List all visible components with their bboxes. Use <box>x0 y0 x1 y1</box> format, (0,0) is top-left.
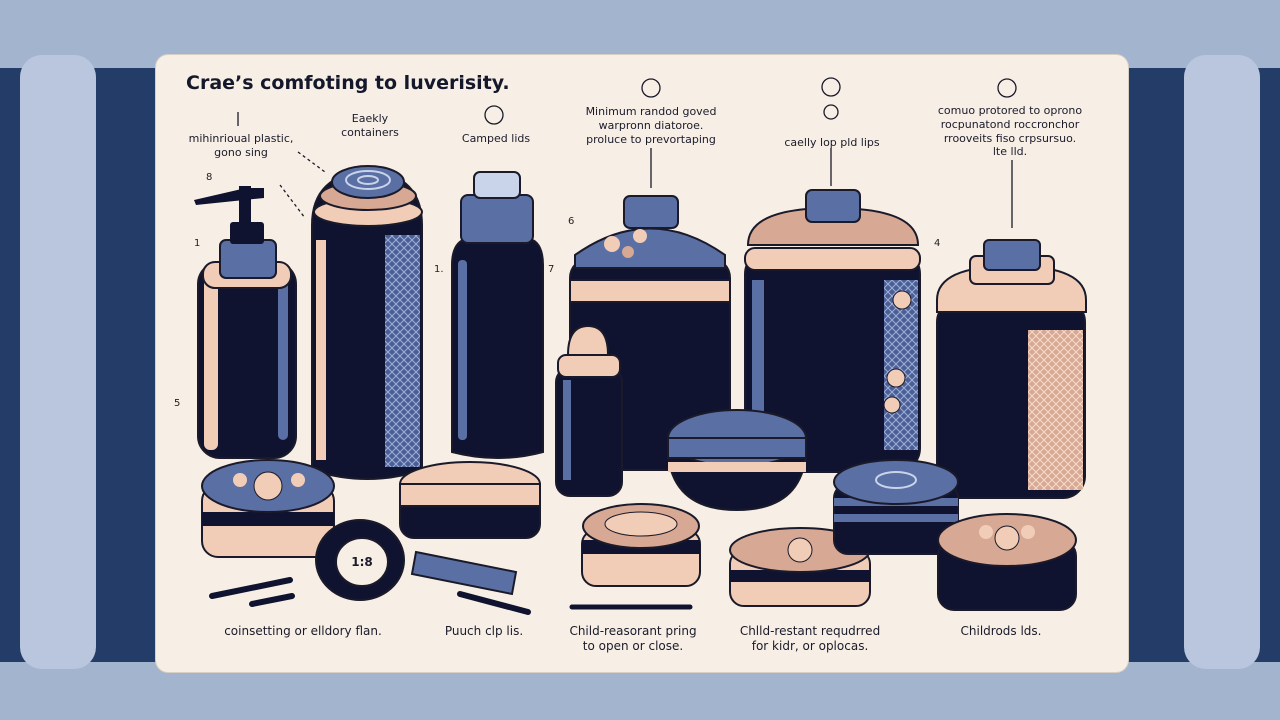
marker-5: 7 <box>548 264 555 275</box>
tall-container <box>311 165 423 480</box>
accessory-sticks <box>209 550 693 615</box>
caption-childrods: Childrods lds. <box>960 624 1042 638</box>
callout-minimum: Minimum randod goved warpronn diatoroe. … <box>585 105 717 146</box>
capped-bottle <box>451 171 544 459</box>
stacked-tin <box>833 459 959 555</box>
flower-tin <box>729 527 871 607</box>
marker-4: 1. <box>434 264 444 275</box>
left-side-panel <box>20 55 96 669</box>
caption-coinsetting: coinsetting or elldory flan. <box>224 624 382 638</box>
callout-capped-lids: Camped lids <box>461 132 531 145</box>
caption-child-resistant: Child-reasorant pring to open or close. <box>569 624 697 653</box>
ring-label: 1:8 <box>351 555 373 569</box>
caption-kids: Chlld-restant requdrred for kidr, or opl… <box>739 624 881 653</box>
callout-icon-lid <box>484 77 1017 125</box>
floral-tin-center <box>581 503 701 587</box>
caption-punch: Puuch clp lis. <box>444 624 524 638</box>
infographic-title: Crae’s comfoting to luverisity. <box>186 72 510 94</box>
marker-1: 8 <box>206 172 213 183</box>
lid-ring: 1:8 <box>315 519 405 601</box>
right-side-panel <box>1184 55 1260 669</box>
marker-3: 5 <box>174 398 181 409</box>
floral-tin-left <box>201 459 335 558</box>
roll-on-bottle <box>555 324 623 497</box>
callout-containers: Eaekly containers <box>341 112 399 139</box>
large-jar <box>744 189 921 473</box>
callout-lips: caelly lop pld lips <box>784 136 880 149</box>
callout-protored: comuo protored to oprono rocpunatond roc… <box>937 104 1083 159</box>
bowl-jar <box>666 409 808 512</box>
marker-6: 6 <box>568 216 575 227</box>
right-flower-tin <box>937 513 1077 611</box>
callout-plastic: mihinrioual plastic, gono sing <box>188 132 294 159</box>
pump-bottle <box>194 186 297 459</box>
marker-7: 4 <box>934 238 941 249</box>
marker-2: 1 <box>194 238 201 249</box>
right-jar <box>936 239 1087 499</box>
peach-tin <box>399 461 541 539</box>
